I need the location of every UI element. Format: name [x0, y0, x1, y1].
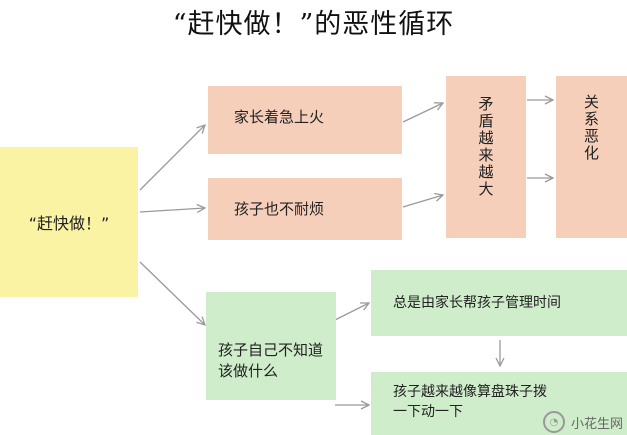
- arrow-parent-to-conflict: [402, 103, 443, 123]
- node-child-confused-label: 孩子自己不知道该做什么: [218, 341, 324, 380]
- arrow-start-to-confused: [139, 261, 205, 325]
- node-parent-manages-label: 总是由家长帮孩子管理时间: [393, 295, 561, 311]
- node-parent-anxious-label: 家长着急上火: [234, 108, 325, 126]
- arrow-confused-to-manages: [334, 303, 369, 321]
- arrow-start-to-parent: [139, 125, 205, 191]
- node-child-impatient: 孩子也不耐烦: [208, 178, 402, 240]
- node-parent-manages: 总是由家长帮孩子管理时间: [371, 270, 627, 336]
- watermark: ◔ 小花生网: [542, 411, 623, 433]
- arrow-child-to-conflict: [402, 195, 443, 208]
- node-start-label: “赶快做！”: [28, 214, 110, 233]
- node-conflict: 矛盾越来越大: [446, 76, 526, 238]
- node-abacus-label: 孩子越来越像算盘珠子拨一下动一下: [393, 384, 547, 420]
- node-start: “赶快做！”: [0, 147, 138, 297]
- node-child-confused: 孩子自己不知道该做什么: [206, 292, 336, 400]
- node-parent-anxious: 家长着急上火: [208, 86, 402, 154]
- node-relationship: 关系恶化: [556, 76, 627, 238]
- arrow-start-to-child: [139, 208, 205, 212]
- watermark-text: 小花生网: [570, 416, 623, 432]
- chat-icon: ◔: [542, 411, 565, 433]
- node-abacus: 孩子越来越像算盘珠子拨一下动一下: [371, 372, 627, 435]
- node-relationship-label: 关系恶化: [582, 94, 600, 162]
- diagram-title: “赶快做！”的恶性循环: [172, 9, 455, 40]
- node-conflict-label: 矛盾越来越大: [476, 96, 495, 198]
- node-child-impatient-label: 孩子也不耐烦: [234, 200, 325, 218]
